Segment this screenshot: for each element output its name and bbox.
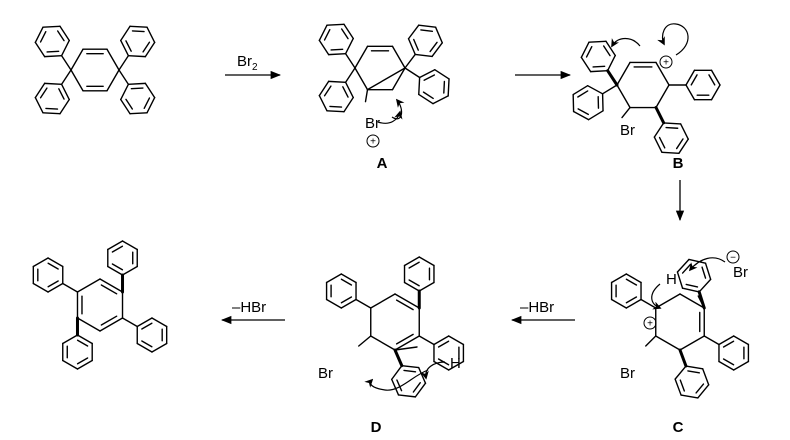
compound-d [325,256,465,398]
curved-arrow-c-2 [651,283,662,310]
phenyl-ring-a-1 [407,24,443,58]
phenyl-ring-d-1 [403,256,435,292]
phenyl-ring-c-3 [674,365,710,399]
curved-arrow-d-2 [364,369,429,391]
phenyl-ring-c-2 [718,335,750,371]
svg-text:+: + [647,319,653,330]
phenyl-ring-sm-3 [34,25,70,58]
curved-electron-arrows [364,23,726,391]
phenyl-ring-p-1 [107,240,138,276]
molecules [32,23,750,399]
phenyl-ring-b-1 [685,69,721,101]
product [32,240,168,370]
phenyl-ring-p-4 [32,257,64,293]
starting-material [34,25,156,115]
curved-arrow-b-1 [611,37,641,48]
phenyl-ring-p-2 [136,317,168,353]
svg-text:+: + [370,137,376,148]
charge-plus-a: + [366,134,380,148]
label-compound-c: C [673,419,684,436]
reagent-br2: Br2 [237,53,258,73]
phenyl-ring-p-3 [62,334,93,370]
atom-h-c: H [666,271,677,288]
curved-arrow-d-1 [420,361,446,380]
atom-br-b: Br [620,122,635,139]
curved-arrow-b-2 [657,23,689,56]
reagent-hbr-1: –HBr [520,299,554,316]
compound-a [318,23,450,113]
label-compound-b: B [673,155,684,172]
phenyl-ring-b-4 [572,84,604,121]
atom-bromide-c: Br [733,264,748,281]
atom-br-a: Br [365,115,380,132]
charge-plus-c: + [643,316,657,330]
charge-symbols: + + + − [366,55,740,330]
charge-minus-c: − [726,250,740,264]
atom-h-d: H [450,355,461,372]
phenyl-ring-sm-2 [120,82,156,115]
svg-text:+: + [663,58,669,69]
phenyl-ring-c-4 [610,273,642,309]
phenyl-ring-a-2 [418,69,450,105]
label-compound-d: D [371,419,382,436]
phenyl-ring-a-4 [318,80,354,113]
phenyl-ring-sm-1 [120,25,156,58]
phenyl-ring-b-3 [580,40,616,73]
charge-plus-b: + [659,55,673,69]
curved-arrow-a-1 [391,98,405,120]
svg-text:−: − [730,253,736,264]
label-compound-a: A [377,155,388,172]
phenyl-ring-sm-4 [34,82,70,115]
phenyl-ring-c-1 [676,258,712,293]
curved-arrow-a-2 [377,110,403,124]
compound-labels: A B C D [371,155,684,436]
compound-b [572,40,721,155]
atom-br-c: Br [620,365,635,382]
atom-br-d: Br [318,365,333,382]
phenyl-ring-a-3 [318,23,354,56]
curved-arrow-c-1 [688,257,726,272]
reagent-hbr-2: –HBr [232,299,266,316]
reagent-labels: Br2 –HBr –HBr [232,53,554,316]
phenyl-ring-d-3 [391,364,427,398]
atom-labels: Br Br H Br Br H Br [318,115,748,382]
phenyl-ring-d-4 [325,273,357,309]
reaction-arrows [220,70,685,325]
phenyl-ring-b-2 [653,122,689,155]
